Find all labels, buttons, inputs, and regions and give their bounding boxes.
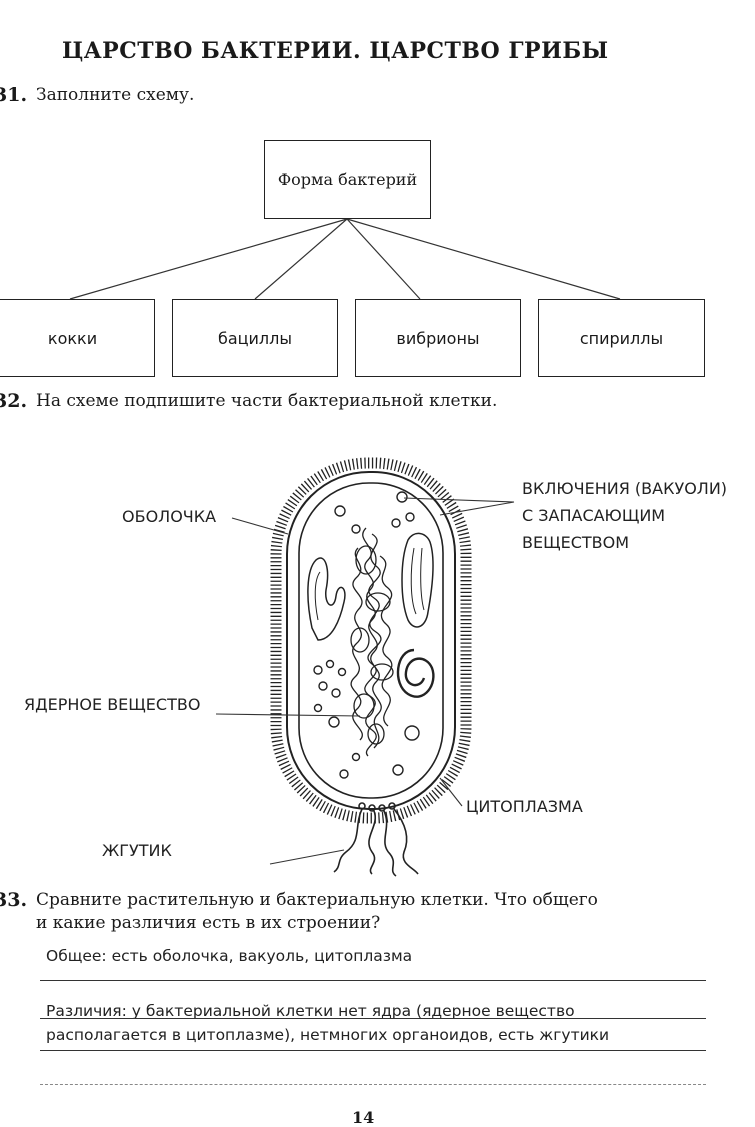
question-31-text: Заполните схему. xyxy=(36,85,195,105)
nucleoid-tangle xyxy=(350,527,394,757)
leaf-bacilli[interactable]: бациллы xyxy=(217,328,293,348)
spiral-structure xyxy=(396,648,435,698)
label-cytoplasm: ЦИТОПЛАЗМА xyxy=(466,797,583,816)
question-33-text-line-2: и какие различия есть в их строении? xyxy=(36,913,381,933)
scheme-root-label: Форма бактерий xyxy=(277,169,418,189)
flagella xyxy=(333,802,419,877)
page-title: ЦАРСТВО БАКТЕРИИ. ЦАРСТВО ГРИБЫ xyxy=(62,38,609,64)
question-33-text-line-1: Сравните растительную и бактериальную кл… xyxy=(36,890,598,910)
leaf-spirilla[interactable]: спириллы xyxy=(579,328,664,348)
scheme-leaf-box: бациллы xyxy=(172,299,338,377)
label-leader-lines xyxy=(215,497,515,865)
answer-rule xyxy=(40,1050,706,1051)
mesosome-left xyxy=(307,557,346,641)
page-number: 14 xyxy=(352,1108,375,1127)
label-flagellum: ЖГУТИК xyxy=(102,841,172,860)
answer-line-3[interactable]: располагается в цитоплазме), нетмногих о… xyxy=(46,1026,610,1044)
answer-rule xyxy=(40,980,706,981)
question-32-text: На схеме подпишите части бактериальной к… xyxy=(36,391,498,411)
answer-rule xyxy=(40,1018,706,1019)
answer-rule xyxy=(40,1084,706,1085)
label-membrane: ОБОЛОЧКА xyxy=(122,507,217,526)
question-31-number: 31. xyxy=(0,84,28,106)
label-nuclear-material: ЯДЕРНОЕ ВЕЩЕСТВО xyxy=(24,695,201,714)
mesosome-right xyxy=(401,532,434,628)
scheme-leaf-box: вибрионы xyxy=(355,299,521,377)
cell-hairy-coat xyxy=(270,457,472,824)
label-inclusions-line-3: ВЕЩЕСТВОМ xyxy=(522,533,630,552)
inclusion-vacuoles xyxy=(313,491,420,779)
leaf-cocci[interactable]: кокки xyxy=(47,328,98,348)
cell-wall xyxy=(286,471,456,810)
label-inclusions-line-2: С ЗАПАСАЮЩИМ xyxy=(522,506,666,525)
label-inclusions-line-1: ВКЛЮЧЕНИЯ (ВАКУОЛИ) xyxy=(522,479,728,498)
scheme-leaf-box: спириллы xyxy=(538,299,705,377)
question-33-number: 33. xyxy=(0,889,28,911)
cell-membrane-inner xyxy=(298,482,444,799)
answer-line-1[interactable]: Общее: есть оболочка, вакуоль, цитоплазм… xyxy=(46,947,413,965)
leaf-vibrios[interactable]: вибрионы xyxy=(396,328,480,348)
scheme-root-box: Форма бактерий xyxy=(264,140,431,219)
answer-line-2[interactable]: Различия: у бактериальной клетки нет ядр… xyxy=(46,1002,575,1020)
scheme-leaf-box: кокки xyxy=(0,299,155,377)
question-32-number: 32. xyxy=(0,390,28,412)
